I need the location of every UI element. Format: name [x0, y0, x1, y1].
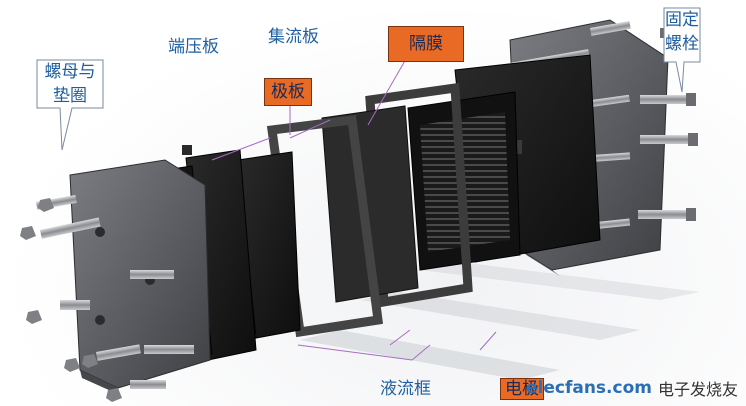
current-collector-label: 集流板	[268, 27, 319, 47]
electrode-plate-label: 极板	[264, 78, 312, 106]
end-plate-label: 端压板	[168, 37, 219, 57]
liquid-frame-label: 液流框	[380, 379, 431, 399]
membrane-label: 隔膜	[388, 26, 464, 62]
fixing-bolt-label: 固定 螺栓	[665, 10, 699, 54]
nuts-and-washers	[20, 195, 194, 402]
watermark: elecfans.com 电子发烧友	[526, 376, 738, 400]
callout-outlines	[36, 7, 701, 151]
floor-shadows	[300, 262, 700, 380]
watermark-site: elecfans.com	[526, 378, 652, 398]
electrode-partial-label: 电极	[500, 378, 544, 400]
leader-lines	[211, 51, 497, 361]
nut-washer-label: 螺母与 垫圈	[44, 62, 96, 106]
membrane-sheet	[321, 105, 419, 303]
watermark-tagline: 电子发烧友	[657, 380, 738, 399]
